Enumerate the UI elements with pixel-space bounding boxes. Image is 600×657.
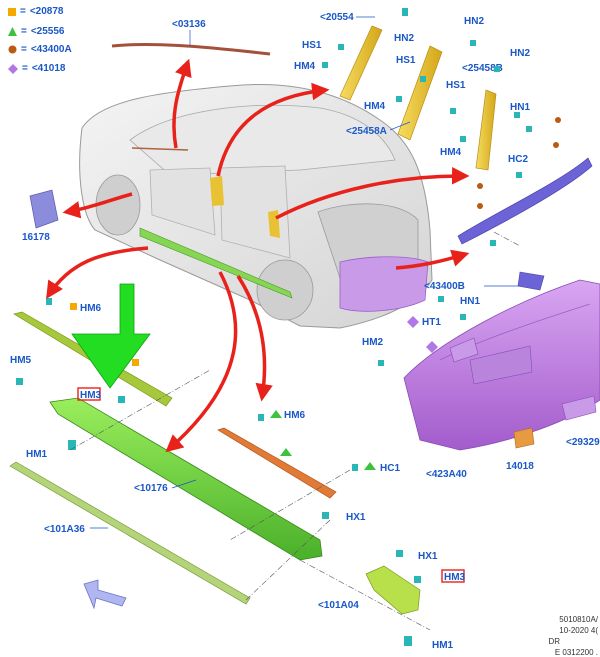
clip-icon — [258, 414, 264, 421]
part-label-03136: <03136 — [172, 19, 206, 30]
pillar-trim-20554 — [339, 25, 383, 101]
clip-label-hm5: HM5 — [10, 355, 32, 366]
legend-code: <43400A — [30, 44, 72, 55]
brown-circle-icon — [553, 142, 559, 148]
part-label-101a36: <101A36 — [44, 524, 85, 535]
clip-label-hx1: HX1 — [418, 551, 438, 562]
assembly-guide-lines — [69, 231, 521, 631]
clip-label-hc1: HC1 — [380, 463, 400, 474]
brown-circle-icon — [555, 117, 561, 123]
pillar-trim-25458a — [397, 45, 443, 141]
clip-label-hs1: HS1 — [302, 40, 322, 51]
brown-circle-icon — [477, 183, 483, 189]
clip-icon — [378, 296, 466, 366]
clip-label-hn2: HN2 — [464, 16, 484, 27]
purple-diamond-icon — [426, 341, 438, 353]
clip-label-hx1: HX1 — [346, 512, 366, 523]
clip-label-hm3: HM3 — [444, 572, 466, 583]
moulding-101a36 — [9, 461, 251, 605]
clip-icon — [322, 512, 329, 519]
brown-circle-icon — [8, 45, 17, 54]
clip-icon — [16, 378, 23, 385]
part-label-423a40: <423A40 — [426, 469, 467, 480]
clip-label-hm1: HM1 — [432, 640, 454, 651]
legend-item-41018: = <41018 — [8, 63, 66, 74]
part-label-10176: <10176 — [134, 483, 168, 494]
rocker-sill-10176 — [49, 397, 323, 561]
legend-code: <25556 — [30, 26, 65, 37]
bracket-29329 — [561, 395, 597, 421]
orange-square-icon — [70, 303, 77, 310]
hm3-highlight-box — [77, 387, 101, 401]
green-triangle-icon — [8, 27, 17, 36]
clip-label-ht1: HT1 — [422, 317, 441, 328]
rear-spoiler-bar — [457, 157, 593, 245]
doc-ref-line: DR — [548, 637, 560, 646]
bracket-101a04 — [365, 565, 421, 615]
legend-item-25556: = <25556 — [8, 26, 65, 37]
clip-label-hn2: HN2 — [394, 33, 414, 44]
callout-arrows — [46, 58, 470, 453]
orange-square-icon — [8, 7, 16, 16]
purple-diamond-icon — [407, 316, 419, 328]
part-label-25458b: <25458B — [462, 63, 503, 74]
legend-code: <41018 — [31, 63, 66, 74]
clip-icon — [322, 8, 520, 142]
nav-arrow-icon — [71, 283, 151, 389]
vehicle-body — [79, 84, 433, 329]
part-label-16178: 16178 — [22, 232, 50, 243]
clip-label-hm4: HM4 — [440, 147, 462, 158]
rear-spoiler-bracket — [517, 271, 545, 291]
clip-label-hm3: HM3 — [80, 390, 102, 401]
part-label-20554: <20554 — [320, 12, 354, 23]
clip-icon — [404, 636, 412, 646]
clip-icon — [414, 576, 421, 583]
clip-label-hn1: HN1 — [460, 296, 480, 307]
clip-label-hm4: HM4 — [294, 61, 316, 72]
hm3-highlight-box — [441, 569, 465, 583]
clip-icon — [490, 126, 532, 246]
part-label-25458a: <25458A — [346, 126, 387, 137]
green-triangle-icon — [364, 462, 376, 470]
clip-label-hm6: HM6 — [80, 303, 102, 314]
doc-ref-line: 5010810A/ — [559, 615, 598, 624]
legend-item-43400a: = <43400A — [8, 44, 72, 55]
clip-label-hc2: HC2 — [508, 154, 528, 165]
part-label-29329: <29329 — [566, 437, 600, 448]
clip-icon — [352, 464, 358, 471]
clip-icon — [68, 440, 76, 450]
part-14018 — [513, 427, 535, 449]
green-triangle-icon — [280, 448, 292, 456]
legend-item-20878: = <20878 — [8, 6, 64, 17]
sill-trim-orange — [217, 427, 337, 499]
clip-icon — [46, 298, 52, 305]
clip-icon — [396, 550, 403, 557]
clip-label-hn1: HN1 — [510, 102, 530, 113]
clip-label-hm4: HM4 — [364, 101, 386, 112]
part-label-43400b: <43400B — [424, 281, 465, 292]
part-label-101a04: <101A04 — [318, 600, 359, 611]
clip-label-hn2: HN2 — [510, 48, 530, 59]
clip-label-hs1: HS1 — [446, 80, 466, 91]
orange-square-icon — [132, 359, 139, 366]
doc-ref-line: 10-2020 4( — [559, 626, 598, 635]
purple-diamond-icon — [8, 63, 18, 74]
roof-moulding-part — [111, 42, 271, 56]
clip-label-hm6: HM6 — [284, 410, 306, 421]
clip-label-hm1: HM1 — [26, 449, 48, 460]
brown-circle-icon — [477, 203, 483, 209]
clip-label-hs1: HS1 — [396, 55, 416, 66]
doc-ref-line: E 0312200 . — [554, 648, 598, 657]
part-label-14018: 14018 — [506, 461, 534, 472]
nav-arrow-icon — [83, 579, 127, 610]
legend-code: <20878 — [29, 6, 64, 17]
trim-16178 — [29, 189, 59, 229]
clip-icon — [118, 396, 125, 403]
clip-label-hm2: HM2 — [362, 337, 384, 348]
green-triangle-icon — [270, 410, 282, 418]
pillar-trim-25458b — [475, 89, 497, 171]
